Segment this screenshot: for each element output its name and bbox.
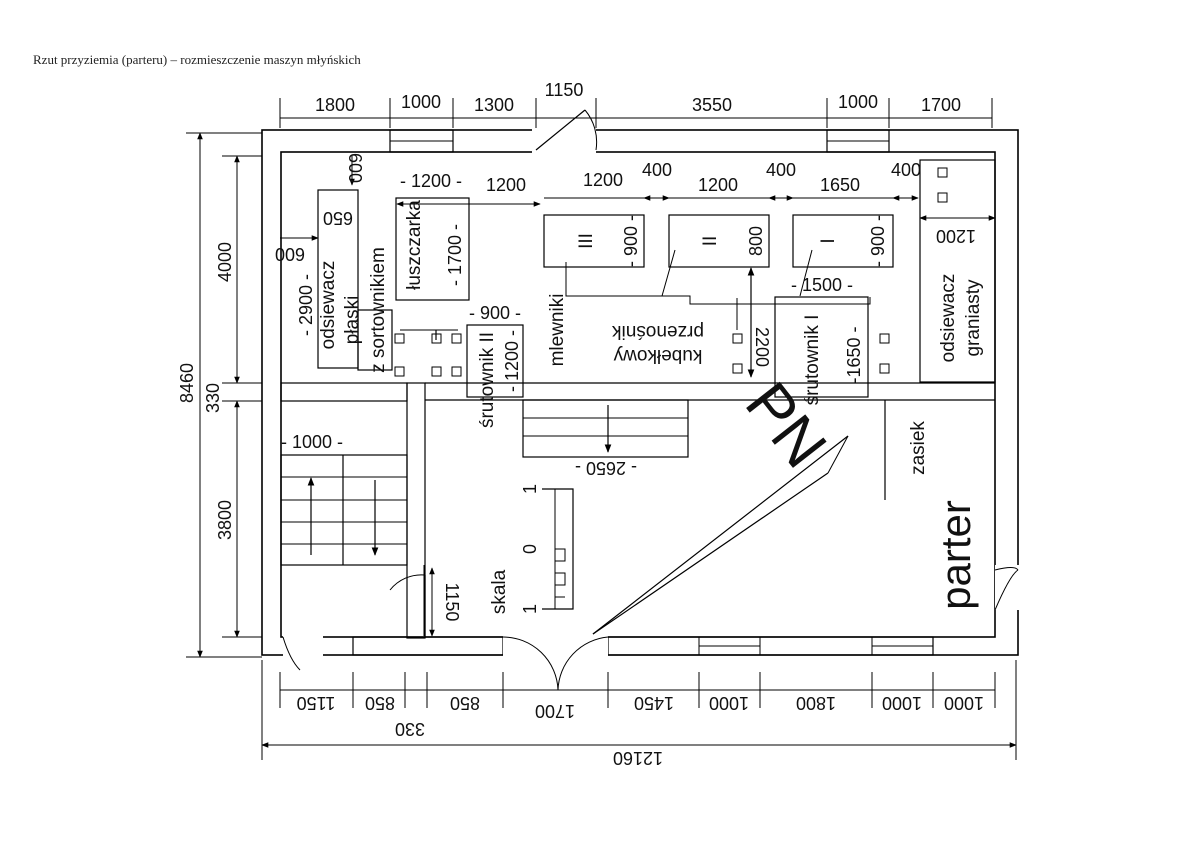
dim-top-2: 1000: [401, 92, 441, 112]
machines: [317, 159, 996, 500]
dim-900-a: - 900 -: [621, 215, 641, 267]
label-graniasty: graniasty: [963, 279, 984, 357]
dim-400-a: 400: [642, 160, 672, 180]
odsiewacz-plaski-box: [317, 189, 359, 369]
dim-2900: - 2900 -: [296, 274, 316, 336]
dim-1200-a: - 1200 -: [400, 171, 462, 191]
dim-bottom-1: 1150: [297, 693, 336, 713]
dim-left-mid: 330: [203, 383, 223, 413]
dim-600-top: 600: [345, 153, 365, 183]
dim-1200-c: 1200: [583, 170, 623, 190]
label-z-sortownikiem: z sortownikiem: [368, 247, 389, 373]
dim-1200-e: 1200: [936, 226, 976, 246]
dim-1650-b: -1650 -: [844, 326, 864, 383]
scale-0: 0: [520, 544, 540, 554]
dim-top-4: 1150: [545, 80, 584, 100]
mill-I-box: [792, 214, 894, 268]
dim-bottom-330: 330: [395, 719, 425, 739]
dim-bottom-2: 850: [365, 693, 395, 713]
dim-800: 800: [746, 226, 766, 256]
dim-900-c: - 900 -: [469, 303, 521, 323]
plan-caption: Rzut przyziemia (parteru) – rozmieszczen…: [33, 52, 361, 67]
dim-bottom-8: 1000: [882, 693, 922, 713]
internal-walls: [280, 382, 995, 639]
label-srutownik-II: śrutownik II: [477, 332, 498, 428]
dim-bottom-4: 1700: [535, 701, 575, 721]
dim-bottom-6: 1000: [709, 693, 749, 713]
dim-1200-d: 1200: [698, 175, 738, 195]
building-walls: [261, 109, 1020, 691]
dim-1500: - 1500 -: [791, 275, 853, 295]
north-arrow: PN: [592, 370, 849, 635]
dimension-bottom: 1150 850 850 1700 1450 1000 1800 1000 10…: [261, 660, 1017, 768]
dim-1700: - 1700 -: [445, 224, 465, 286]
dim-left-upper: 4000: [215, 242, 235, 282]
dim-top-3: 1300: [474, 95, 514, 115]
scale-label: skala: [489, 569, 510, 614]
dim-2650: - 2650 -: [575, 458, 637, 478]
labels: odsiewacz płaski z sortownikiem łuszczar…: [318, 200, 984, 610]
dim-left-lower: 3800: [215, 500, 235, 540]
dim-bottom-9: 1000: [944, 693, 984, 713]
label-odsiewacz-graniasty: odsiewacz: [938, 274, 959, 363]
odsiewacz-graniasty-box: [919, 159, 996, 383]
dim-1650: 1650: [820, 175, 860, 195]
label-parter: parter: [932, 500, 979, 610]
dim-top-6: 1000: [838, 92, 878, 112]
dim-2200: 2200: [752, 327, 772, 367]
north-label: PN: [732, 370, 839, 480]
mill-II-box: [668, 214, 770, 268]
label-mill-II: II: [700, 236, 721, 247]
dim-top-5: 3550: [692, 95, 732, 115]
dim-1150-door: 1150: [442, 583, 462, 622]
label-srutownik-I: śrutownik I: [802, 315, 823, 406]
dimension-inner: 600 650 600 - 2900 - - 1200 - 1200 1200 …: [275, 153, 996, 637]
label-odsiewacz: odsiewacz: [318, 261, 339, 350]
dim-bottom-5: 1450: [634, 693, 674, 713]
srutownik-I-box: [774, 296, 869, 398]
dim-top-7: 1700: [921, 95, 961, 115]
label-luszczarka: łuszczarka: [404, 200, 425, 290]
sortownik-box: [357, 309, 393, 371]
dim-1200-f: - 1200 -: [502, 330, 522, 392]
label-zasiek: zasiek: [908, 421, 929, 475]
label-przenosnik: przenośnik: [612, 321, 704, 342]
scale-1-top: 1: [520, 484, 540, 494]
label-plaski: płaski: [342, 296, 363, 345]
dim-1200-b: 1200: [486, 175, 526, 195]
label-mlewniki: mlewniki: [547, 294, 568, 367]
label-mill-I: I: [818, 238, 839, 243]
dim-400-c: 400: [891, 160, 921, 180]
dimension-top: 1800 1000 1300 1150 3550 1000 1700: [279, 80, 993, 128]
dim-400-b: 400: [766, 160, 796, 180]
srutownik-II-box: [466, 324, 524, 398]
dim-total-height: 8460: [177, 363, 197, 403]
dim-bottom-7: 1800: [796, 693, 836, 713]
luszczarka-box: [395, 197, 470, 301]
dim-1000: - 1000 -: [281, 432, 343, 452]
label-kubelkowy: kubełkowy: [613, 345, 702, 366]
dim-900-b: - 900 -: [868, 215, 888, 267]
dim-total-width: 12160: [613, 748, 663, 768]
dimension-left: 8460 4000 330 3800: [177, 132, 262, 658]
mill-III-box: [543, 214, 645, 268]
scale-bar: 1 0 1 skala: [489, 484, 574, 614]
scale-1-bottom: 1: [520, 604, 540, 614]
dim-600-left: 600: [275, 244, 305, 264]
dim-650: 650: [323, 208, 353, 228]
dim-bottom-3: 850: [450, 693, 480, 713]
dim-top-1: 1800: [315, 95, 355, 115]
label-mill-III: III: [576, 233, 597, 249]
